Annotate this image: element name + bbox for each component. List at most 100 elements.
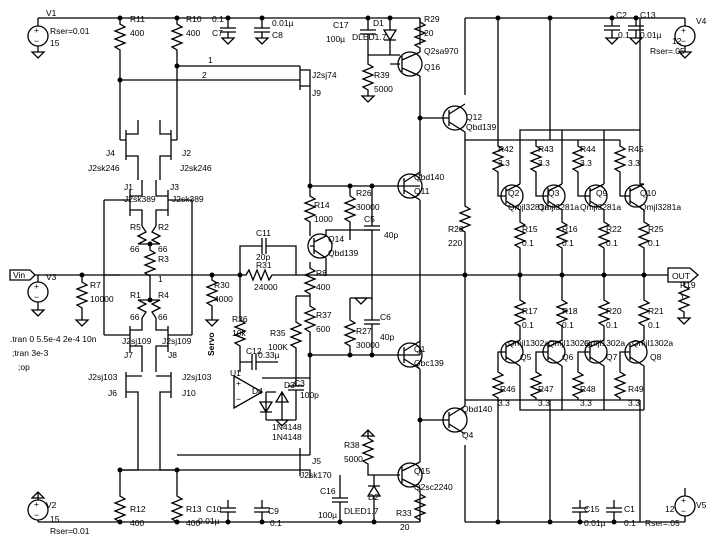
j7-name: J7 bbox=[124, 350, 133, 360]
r8-value: 400 bbox=[316, 282, 330, 292]
resistor-r12: R12 400 bbox=[113, 470, 146, 528]
r33-name: R33 bbox=[396, 508, 412, 518]
capacitor-c15: C15 0.01µ bbox=[572, 500, 606, 528]
v2-rser: Rser=0.01 bbox=[50, 526, 90, 536]
j7-model: J2sj109 bbox=[122, 336, 152, 346]
transistor-q15: Q15 Q2sc2240 bbox=[397, 461, 453, 492]
r4-name: R4 bbox=[158, 290, 169, 300]
j4-model: J2sk246 bbox=[88, 163, 120, 173]
voltage-source-v1: + − V1 Rser=0.01 15 bbox=[27, 8, 90, 59]
directive-op: ;op bbox=[18, 362, 30, 372]
jfet-j1: J1 J2sk389 bbox=[104, 180, 156, 226]
r21-value: 0.1 bbox=[648, 320, 660, 330]
c12-value: 0.33µ bbox=[258, 350, 280, 360]
c7-value: C7 bbox=[212, 28, 223, 38]
r49-value: 3.3 bbox=[628, 398, 640, 408]
resistor-r2: R2 66 bbox=[150, 222, 169, 254]
r15-value: 0.1 bbox=[522, 238, 534, 248]
v2-value: 15 bbox=[50, 514, 60, 524]
r37-value: 600 bbox=[316, 324, 330, 334]
transistor-q7: Qmjl1302a Q7 bbox=[577, 338, 625, 367]
r25-name: R25 bbox=[648, 224, 664, 234]
capacitor-c2: C2 0.1 bbox=[604, 10, 630, 45]
capacitor-c16: C16 100µ bbox=[318, 475, 348, 522]
opamp-u1: + − U1 bbox=[230, 368, 264, 410]
r17-name: R17 bbox=[522, 306, 538, 316]
resistor-r5: R5 66 bbox=[130, 222, 150, 254]
r18-name: R18 bbox=[562, 306, 578, 316]
svg-text:−: − bbox=[681, 36, 686, 46]
c6-name: C6 bbox=[380, 312, 391, 322]
r28-value: 220 bbox=[448, 238, 462, 248]
diode-d4: D4 1N4148 bbox=[252, 386, 302, 432]
q12-name: Q12 bbox=[466, 112, 482, 122]
v1-rser: Rser=0.01 bbox=[50, 26, 90, 36]
transistor-q14: Q14 Qbd139 bbox=[307, 233, 359, 259]
capacitor-c13: C13 0.01µ bbox=[628, 10, 662, 45]
j6-model: J2sj103 bbox=[88, 372, 118, 382]
r7-value: 10000 bbox=[90, 294, 114, 304]
resistor-r4: R4 66 bbox=[150, 290, 169, 322]
j5-model: J2sk170 bbox=[300, 470, 332, 480]
j2-model: J2sk246 bbox=[180, 163, 212, 173]
q9-name: Q9 bbox=[596, 188, 608, 198]
r15-name: R15 bbox=[522, 224, 538, 234]
u1-name: U1 bbox=[230, 368, 241, 378]
j10-name: J10 bbox=[182, 388, 196, 398]
r18-value: 0.1 bbox=[562, 320, 574, 330]
r25-value: 0.1 bbox=[648, 238, 660, 248]
r3-value: 1 bbox=[158, 274, 163, 284]
resistor-r38: R38 5000 bbox=[344, 429, 400, 476]
q11-name: Q11 bbox=[414, 186, 430, 196]
diode-d1: D1 DLED1.7 bbox=[352, 18, 398, 55]
resistor-r21: R21 0.1 bbox=[637, 275, 664, 340]
capacitor-c1: C1 0.1 bbox=[606, 500, 636, 528]
out-label: OUT bbox=[672, 271, 690, 281]
c16-value: 100µ bbox=[318, 510, 337, 520]
q2-name: Q2 bbox=[508, 188, 520, 198]
q1-name: Q1 bbox=[414, 344, 426, 354]
v3-name: V3 bbox=[46, 272, 57, 282]
capacitor-c10: C10 0.01µ bbox=[198, 500, 236, 526]
svg-text:−: − bbox=[34, 292, 39, 302]
r30-value: 4000 bbox=[214, 294, 233, 304]
transistor-q1: Q1 Qbc139 bbox=[397, 340, 444, 370]
r12-name: R12 bbox=[130, 504, 146, 514]
resistor-r39: R39 5000 bbox=[361, 55, 393, 103]
svg-text:+: + bbox=[236, 378, 241, 388]
r42-value: 3.3 bbox=[498, 158, 510, 168]
r38-name: R38 bbox=[344, 440, 360, 450]
r5-name: R5 bbox=[130, 222, 141, 232]
d3-name: D3 bbox=[284, 380, 295, 390]
jfet-j8: J2sj109 J8 bbox=[155, 318, 192, 360]
capacitor-c9: C9 0.1 bbox=[254, 500, 282, 528]
transistor-q8: Qmjl1302a Q8 bbox=[619, 338, 673, 367]
capacitor-c17: C17 100µ bbox=[326, 18, 376, 44]
r16-name: R16 bbox=[562, 224, 578, 234]
resistor-r46: R46 3.3 bbox=[491, 362, 516, 408]
resistor-r17: R17 0.1 bbox=[513, 275, 538, 340]
svg-text:+: + bbox=[34, 281, 39, 291]
j9-name: J9 bbox=[312, 88, 321, 98]
jfet-j5: J5 J2sk170 bbox=[299, 448, 332, 480]
r14-name: R14 bbox=[314, 200, 330, 210]
c11-name: C11 bbox=[256, 228, 271, 238]
transistor-q16: Q2sa970 Q16 bbox=[390, 46, 459, 77]
c16-name: C16 bbox=[320, 486, 336, 496]
c6-value: 40p bbox=[380, 332, 394, 342]
j3-model: J2sk389 bbox=[172, 194, 204, 204]
resistor-r18: R18 0.1 bbox=[555, 275, 578, 340]
d1-name: D1 bbox=[373, 18, 384, 28]
r38-value: 5000 bbox=[344, 454, 363, 464]
resistor-r16: R16 0.1 bbox=[555, 210, 578, 275]
svg-text:−: − bbox=[681, 506, 686, 516]
transistor-q11: Qbd140 Q11 bbox=[397, 171, 445, 201]
resistor-r15: R15 0.1 bbox=[513, 210, 538, 275]
resistor-r37: R37 600 bbox=[303, 300, 332, 355]
c8-name: 0.01µ bbox=[272, 18, 294, 28]
transistor-q5: Qmjl1302a Q5 bbox=[497, 338, 549, 367]
resistor-r36: R36 10k bbox=[232, 275, 248, 372]
r17-value: 0.1 bbox=[522, 320, 534, 330]
